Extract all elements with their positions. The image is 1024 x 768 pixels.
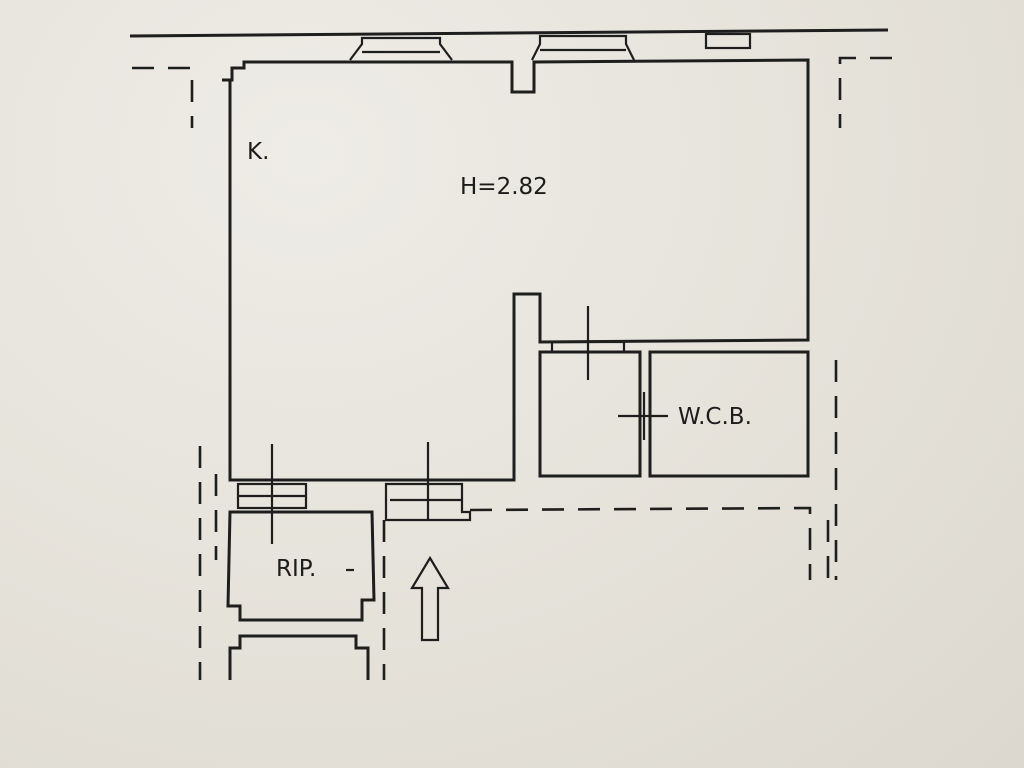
dashed-boundary-top-left [132, 66, 194, 128]
storage-room-wall [226, 510, 376, 622]
window-top-right [704, 32, 752, 50]
arrow-up-icon [410, 555, 450, 642]
bathroom-block [538, 306, 810, 478]
storage-label: RIP. [276, 556, 316, 582]
bathroom-label: W.C.B. [678, 404, 752, 430]
bottom-doors [236, 442, 472, 544]
top-boundary-line [129, 28, 889, 38]
window-top-left [349, 36, 453, 61]
room-k-wall [222, 58, 810, 482]
entrance-door [384, 482, 472, 522]
room-k-label: K. [247, 139, 269, 165]
antibagno-wall [538, 350, 642, 478]
window-top-middle [531, 34, 635, 61]
room-height-label: H=2.82 [460, 174, 548, 200]
lower-room-stub [228, 634, 370, 680]
top-windows [349, 32, 752, 61]
dashed-corridor [469, 506, 812, 580]
bathroom-wall [648, 350, 810, 478]
dashed-boundary-top-right [838, 56, 892, 128]
